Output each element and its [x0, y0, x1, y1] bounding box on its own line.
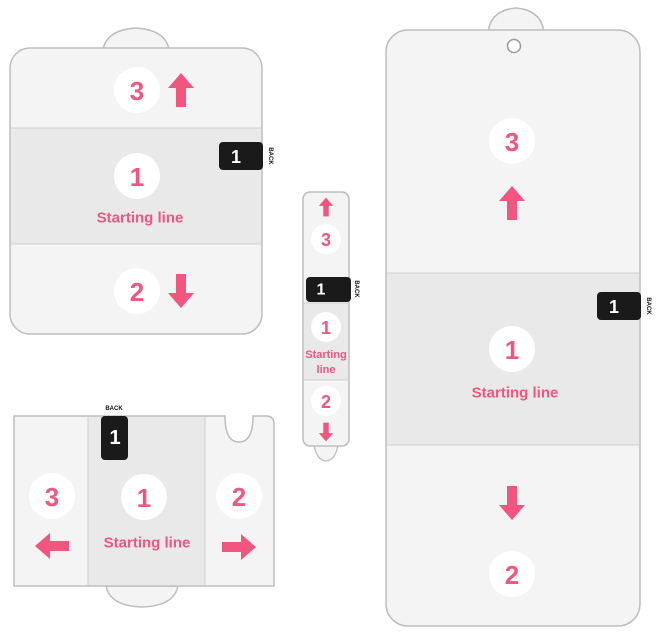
step-number: 1 — [130, 162, 144, 192]
starting-line-label: Starting line — [97, 210, 184, 227]
pull-tab-bottom — [105, 585, 179, 608]
tab-number: 1 — [609, 297, 619, 317]
tab-number: 1 — [231, 147, 241, 167]
panel-phone: 3 1 Starting line 2 1 BACK — [385, 7, 651, 627]
step-number: 3 — [45, 482, 59, 512]
step-number: 3 — [505, 127, 519, 157]
step-number: 3 — [321, 230, 331, 250]
back-label: BACK — [645, 297, 651, 315]
step-number: 2 — [505, 560, 519, 590]
step-circle — [114, 268, 160, 314]
step-number: 1 — [321, 318, 331, 338]
camera-hole-icon — [506, 38, 522, 54]
starting-line-label: Starting line — [104, 535, 191, 552]
step-circle — [29, 473, 75, 519]
step-circle — [489, 326, 535, 372]
step-number: 3 — [130, 76, 144, 106]
tab-icon — [306, 277, 351, 302]
line-label: line — [317, 364, 336, 376]
tab-number: 1 — [317, 282, 326, 299]
pull-tab-top — [487, 7, 545, 33]
tab-icon — [101, 416, 128, 460]
panel-cover-vertical: 3 1 Starting line 2 1 BACK — [9, 27, 273, 335]
step-circle — [114, 67, 160, 113]
step-circle — [489, 118, 535, 164]
step-circle — [121, 474, 167, 520]
step-number: 2 — [232, 482, 246, 512]
step-number: 2 — [130, 277, 144, 307]
step-number: 2 — [321, 392, 331, 412]
back-label: BACK — [105, 406, 123, 412]
pull-tab-top — [102, 27, 170, 51]
panel-strip: 3 1 Starting line 2 1 BACK — [302, 191, 359, 462]
step-circle — [311, 224, 341, 254]
tab-icon — [219, 142, 263, 170]
step-number: 1 — [505, 335, 519, 365]
back-label: BACK — [267, 147, 273, 165]
tab-icon — [597, 292, 641, 320]
step-circle — [311, 386, 341, 416]
pull-tab-bottom — [313, 443, 339, 462]
tab-number: 1 — [109, 427, 120, 449]
starting-line-label: Starting line — [472, 385, 559, 402]
step-circle — [216, 473, 262, 519]
panel-cover-horizontal: 3 1 Starting line 2 1 BACK — [13, 406, 275, 608]
back-label: BACK — [353, 280, 359, 298]
step-circle — [114, 153, 160, 199]
step-circle — [311, 312, 341, 342]
starting-label: Starting — [305, 349, 347, 361]
step-circle — [489, 551, 535, 597]
step-number: 1 — [137, 483, 151, 513]
